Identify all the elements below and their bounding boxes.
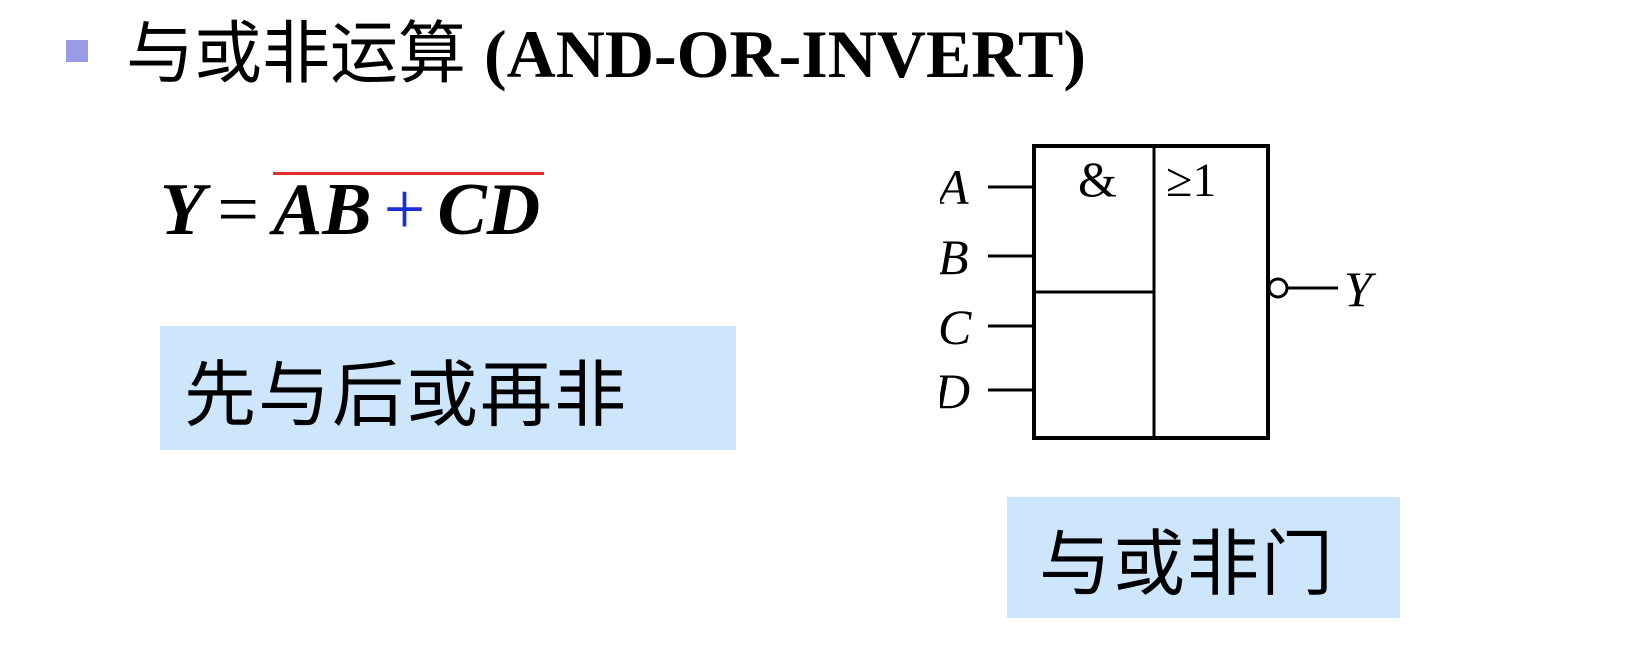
bullet-square	[66, 40, 88, 62]
formula-term-ab: AB	[272, 169, 372, 251]
gate-input-label-d: D	[940, 363, 970, 419]
title-chinese: 与或非运算	[126, 15, 467, 94]
gate-input-label-c: C	[940, 299, 972, 355]
gate-and-symbol: &	[1078, 151, 1117, 207]
gate-caption-text: 与或非门	[1039, 522, 1336, 606]
boolean-formula: Y=AB+CD	[160, 160, 545, 260]
gate-or-symbol: ≥1	[1166, 154, 1216, 207]
gate-inversion-bubble	[1267, 277, 1289, 299]
formula-lhs: Y	[160, 169, 206, 251]
gate-caption-box: 与或非门	[1007, 497, 1400, 618]
order-note-box: 先与后或再非	[160, 326, 736, 450]
gate-input-label-b: B	[940, 229, 969, 285]
formula-plus: +	[383, 169, 426, 251]
order-note-text: 先与后或再非	[184, 352, 629, 437]
aoi-gate-diagram: A B C D & ≥1 Y	[940, 144, 1377, 440]
formula-equals: =	[217, 169, 259, 251]
title-english: (AND-OR-INVERT)	[484, 16, 1087, 92]
formula-term-cd: CD	[437, 169, 541, 251]
gate-output-label: Y	[1344, 261, 1377, 317]
formula-negated-expression: AB+CD	[272, 160, 545, 260]
negation-overline	[272, 172, 545, 175]
slide-title: 与或非运算(AND-OR-INVERT)	[126, 8, 1086, 101]
gate-input-label-a: A	[940, 159, 969, 215]
